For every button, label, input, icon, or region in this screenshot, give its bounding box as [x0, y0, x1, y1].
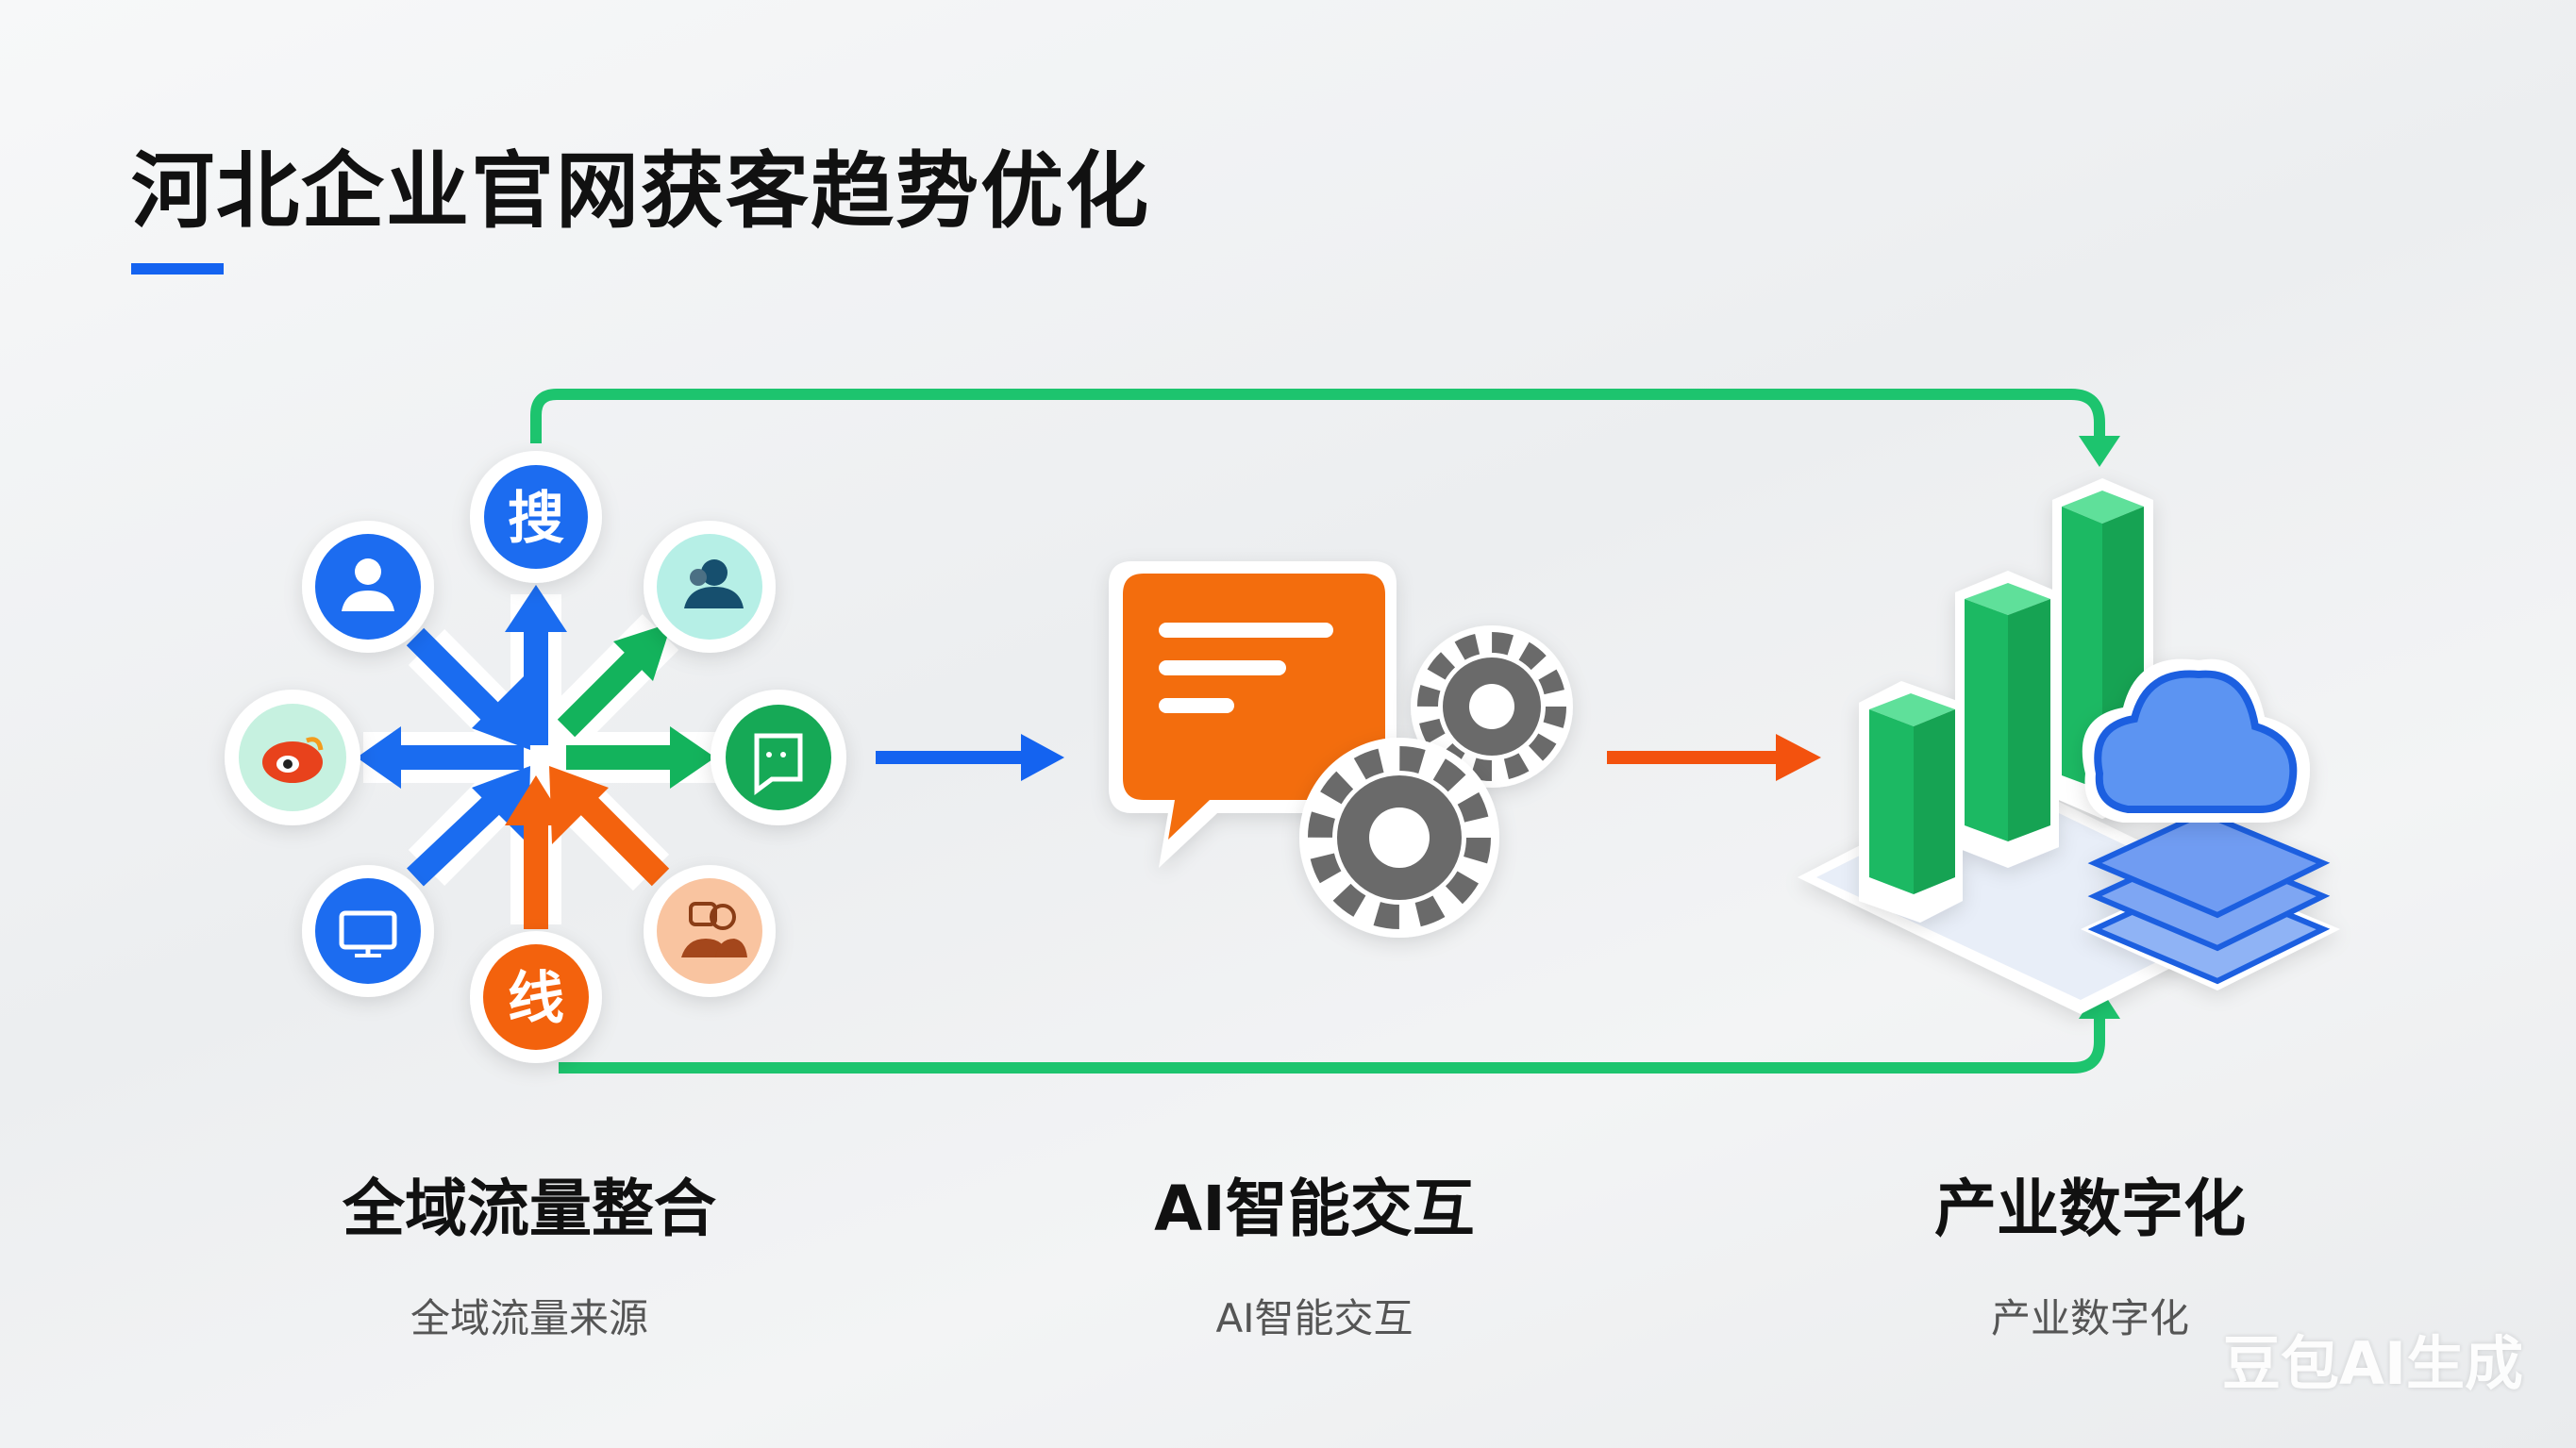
- search-char-icon: 搜: [508, 486, 564, 552]
- hub-node-weibo: [225, 690, 360, 825]
- weibo-icon: [262, 737, 324, 783]
- hub-node-group: [644, 521, 776, 653]
- stage-industry-digitalization: 产业数字化 产业数字化: [1807, 1158, 2373, 1344]
- hub-node-user: [302, 521, 434, 653]
- group-icon: [684, 559, 744, 608]
- flow-arrow-to-ai: [876, 734, 1064, 781]
- hub-arrows: [357, 585, 717, 929]
- hub-node-wechat: [711, 690, 846, 825]
- server-layers-icon: [2081, 809, 2340, 990]
- loop-top-connector: [530, 389, 2120, 467]
- hub-node-consult: [644, 865, 776, 997]
- loop-bottom-connector: [559, 987, 2120, 1074]
- flow-arrow-to-digital: [1607, 734, 1821, 781]
- stage-subtitle: 产业数字化: [1990, 1295, 2189, 1341]
- stage-subtitle: AI智能交互: [1215, 1295, 1413, 1341]
- stage-traffic-integration: 全域流量整合 全域流量来源: [246, 1158, 812, 1344]
- cloud-icon: [2082, 658, 2310, 823]
- wechat-icon: [754, 733, 803, 795]
- user-icon: [342, 558, 394, 611]
- gear-large-icon: [1299, 738, 1499, 938]
- bar-chart-icon: [1859, 478, 2153, 923]
- hub-node-search: 搜: [470, 451, 602, 583]
- consult-icon: [681, 902, 747, 957]
- title-underline: [131, 263, 224, 275]
- hub-node-monitor: [302, 865, 434, 997]
- stage-title: 全域流量整合: [343, 1173, 716, 1245]
- gear-small-icon: [1411, 625, 1573, 788]
- offline-char-icon: 线: [508, 966, 564, 1032]
- stage-subtitle: 全域流量来源: [410, 1295, 648, 1341]
- stage-title: 产业数字化: [1934, 1173, 2246, 1245]
- hub-node-offline: 线: [470, 931, 602, 1063]
- stage-ai-interaction: AI智能交互 AI智能交互: [1031, 1158, 1597, 1344]
- page-title: 河北企业官网获客趋势优化: [131, 142, 1151, 240]
- stage-title: AI智能交互: [1154, 1173, 1475, 1245]
- watermark: 豆包AI生成: [2222, 1329, 2524, 1398]
- monitor-icon: [339, 910, 397, 957]
